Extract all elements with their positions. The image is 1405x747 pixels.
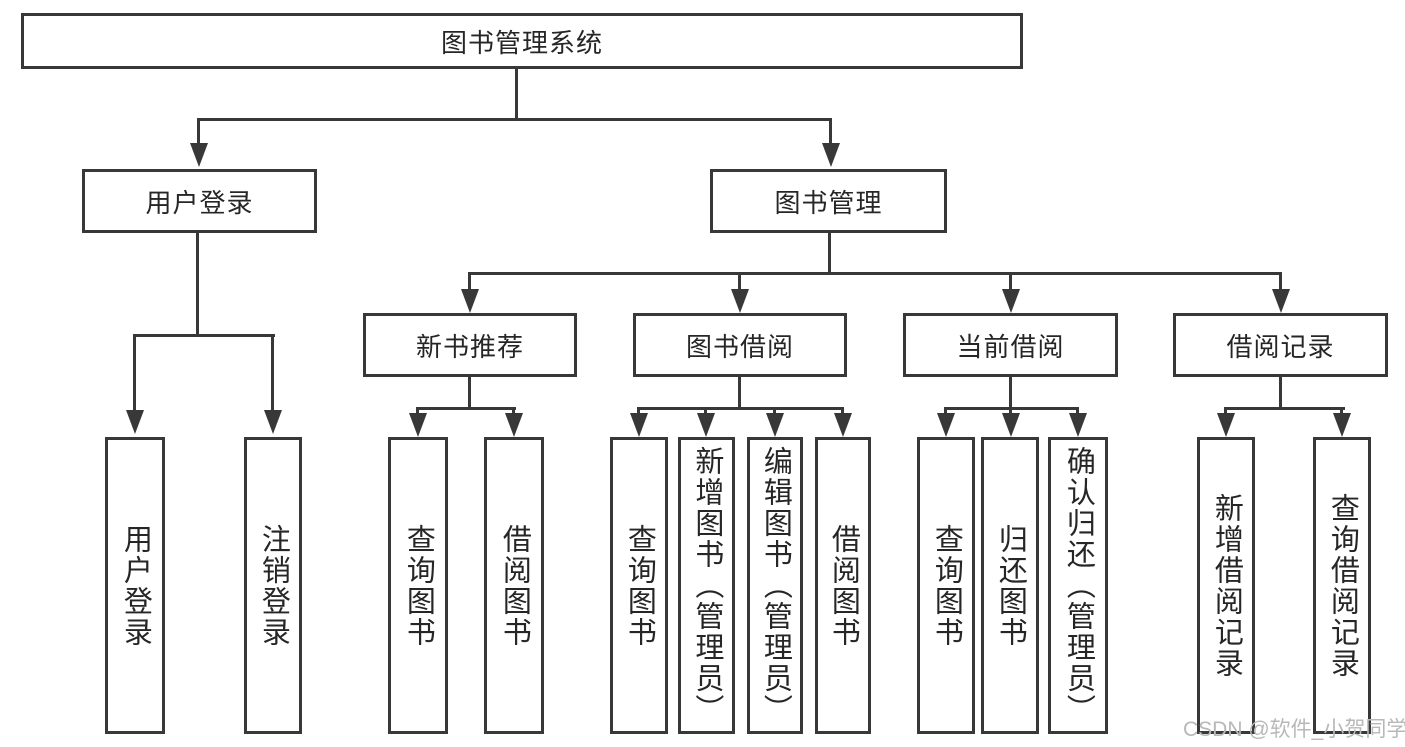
leaf-query-book-current-label: 查询图书 [930,523,963,648]
leaf-edit-book-admin: 编辑图书（管理员） [747,437,803,734]
node-new-book-rec-label: 新书推荐 [415,331,524,362]
leaf-user-login-label: 用户登录 [119,523,152,648]
connector-root-stem [515,69,518,118]
leaf-add-borrow-record-label: 新增借阅记录 [1210,492,1243,679]
leaf-query-book-new-rec: 查询图书 [388,437,448,734]
node-current-borrow-label: 当前借阅 [956,331,1065,362]
connector-new-book-rec-stem [468,377,471,407]
leaf-query-borrow-record-label: 查询借阅记录 [1326,492,1359,679]
arrow-to-leaf-query-book-1 [408,407,427,437]
leaf-borrow-book-new-rec: 借阅图书 [484,437,544,734]
watermark-text: CSDN @软件_小贺同学 [1183,718,1405,741]
node-user-login: 用户登录 [82,169,317,233]
arrow-to-user-login [189,118,208,167]
leaf-query-book-current: 查询图书 [917,437,975,734]
leaf-confirm-return-admin-label: 确认归还（管理员） [1062,446,1095,725]
node-current-borrow: 当前借阅 [903,313,1118,377]
leaf-query-borrow-record: 查询借阅记录 [1313,437,1371,734]
node-book-mgmt: 图书管理 [710,169,947,233]
connector-borrow-record-stem [1279,377,1282,407]
arrow-to-leaf-query-book-2 [629,407,648,437]
connector-user-login-stem [196,233,199,334]
connector-borrow-record-rail [1224,407,1345,410]
leaf-return-book: 归还图书 [981,437,1039,734]
arrow-to-current-borrow [1001,272,1020,313]
connector-book-borrow-stem [738,377,741,407]
node-root-label: 图书管理系统 [440,27,603,58]
node-book-mgmt-label: 图书管理 [774,187,883,218]
leaf-borrow-book: 借阅图书 [815,437,871,734]
leaf-confirm-return-admin: 确认归还（管理员） [1048,437,1108,734]
connector-user-login-rail [133,334,275,337]
connector-book-mgmt-stem [828,233,831,272]
node-book-borrow-label: 图书借阅 [685,331,794,362]
arrow-to-leaf-add-book [696,407,715,437]
arrow-to-leaf-add-record [1216,407,1235,437]
node-new-book-rec: 新书推荐 [363,313,577,377]
arrow-to-leaf-borrow-book-2 [833,407,852,437]
leaf-add-book-admin: 新增图书（管理员） [678,437,735,734]
leaf-edit-book-admin-label: 编辑图书（管理员） [759,446,792,725]
arrow-to-leaf-logout [263,334,282,434]
arrow-to-leaf-query-record [1332,407,1351,437]
node-book-borrow: 图书借阅 [633,313,847,377]
leaf-user-login: 用户登录 [105,437,165,734]
connector-new-book-rec-rail [416,407,516,410]
arrow-to-book-borrow [730,272,749,313]
leaf-query-book-borrow-label: 查询图书 [623,523,656,648]
arrow-to-borrow-record [1271,272,1290,313]
node-user-login-label: 用户登录 [145,187,254,218]
connector-book-mgmt-rail [468,272,1282,275]
leaf-logout-label: 注销登录 [257,523,290,648]
arrow-to-leaf-return-book [1001,407,1020,437]
arrow-to-leaf-user-login [125,334,144,434]
leaf-query-book-borrow: 查询图书 [610,437,668,734]
leaf-add-book-admin-label: 新增图书（管理员） [690,446,723,725]
node-borrow-record: 借阅记录 [1173,313,1388,377]
arrow-to-leaf-borrow-book-1 [504,407,523,437]
connector-book-borrow-rail [637,407,844,410]
leaf-add-borrow-record: 新增借阅记录 [1197,437,1255,734]
arrow-to-leaf-query-book-3 [936,407,955,437]
arrow-to-new-book-rec [460,272,479,313]
leaf-borrow-book-new-rec-label: 借阅图书 [498,523,531,648]
node-borrow-record-label: 借阅记录 [1226,331,1335,362]
leaf-query-book-new-rec-label: 查询图书 [402,523,435,648]
leaf-logout: 注销登录 [244,437,302,734]
leaf-borrow-book-label: 借阅图书 [827,523,860,648]
node-root: 图书管理系统 [21,13,1023,69]
leaf-return-book-label: 归还图书 [994,523,1027,648]
arrow-to-leaf-edit-book [765,407,784,437]
connector-root-rail [197,118,832,121]
arrow-to-book-mgmt [821,118,840,167]
connector-current-borrow-stem [1009,377,1012,407]
arrow-to-leaf-confirm-return [1068,407,1087,437]
